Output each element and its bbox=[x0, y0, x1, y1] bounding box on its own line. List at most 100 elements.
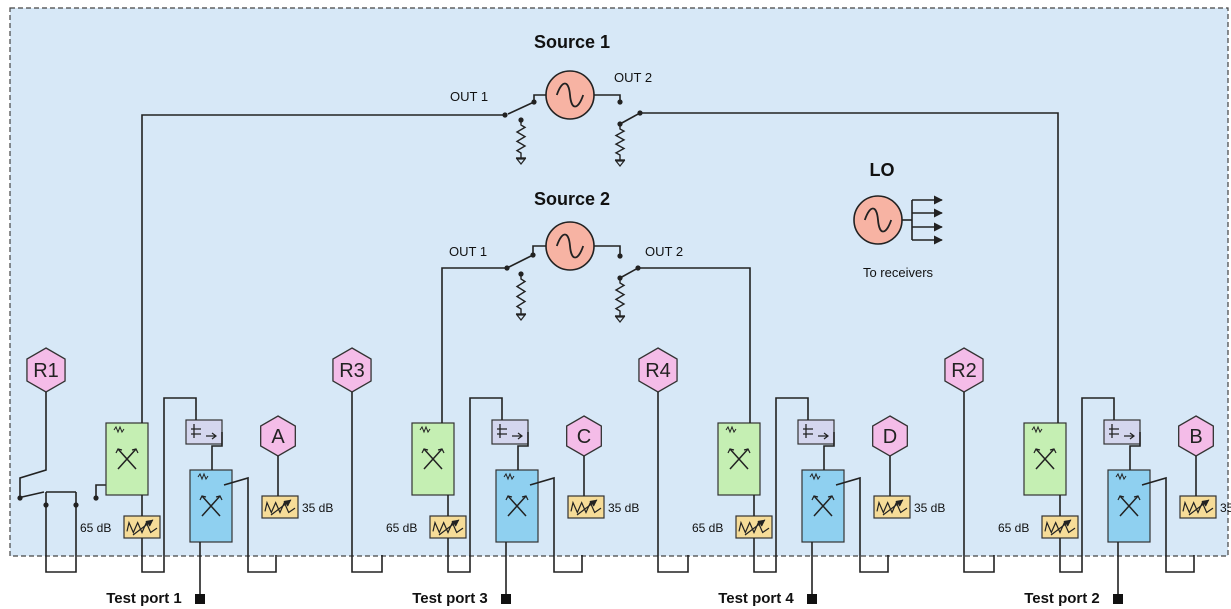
ref-attenuator-label: 65 dB bbox=[998, 521, 1029, 535]
wire bbox=[594, 245, 621, 256]
attenuator-box bbox=[873, 495, 911, 519]
coupler-arrowheads bbox=[505, 495, 529, 501]
coupler-icon bbox=[189, 469, 233, 543]
wire bbox=[351, 392, 383, 573]
coupler-arrowheads bbox=[727, 448, 751, 454]
attenuator-zigzag bbox=[738, 520, 770, 534]
ref-attenuator-label: 65 dB bbox=[386, 521, 417, 535]
wire bbox=[532, 245, 546, 255]
ground-icon bbox=[515, 314, 527, 321]
coupler-icon bbox=[411, 422, 455, 496]
wire bbox=[640, 112, 1059, 423]
wire bbox=[1129, 432, 1141, 470]
attenuator-box bbox=[123, 515, 161, 539]
reference-receiver: R3 bbox=[332, 347, 372, 393]
source-2-title: Source 2 bbox=[534, 189, 610, 209]
variable-arrow bbox=[438, 519, 460, 536]
attenuator-zigzag bbox=[1182, 500, 1214, 514]
attenuator-icon bbox=[1041, 515, 1079, 539]
attenuator-zigzag bbox=[570, 500, 602, 514]
test-port-connector bbox=[195, 594, 205, 604]
measurement-receiver: A bbox=[260, 415, 296, 457]
wire bbox=[141, 114, 505, 423]
test-port-label: Test port 1 bbox=[106, 590, 182, 607]
resistor-zigzag bbox=[614, 124, 626, 160]
variable-arrow bbox=[744, 519, 766, 536]
variable-arrow bbox=[576, 499, 598, 516]
attenuator-zigzag bbox=[432, 520, 464, 534]
coupler-cross bbox=[423, 448, 443, 470]
coupler-arrowheads bbox=[421, 448, 445, 454]
attenuator-zigzag bbox=[126, 520, 158, 534]
termination-zigzag bbox=[113, 425, 125, 434]
lo-title: LO bbox=[870, 160, 895, 180]
receiver-label: C bbox=[577, 426, 591, 448]
bias-tee-box bbox=[491, 419, 529, 445]
receiver-label: R1 bbox=[33, 360, 59, 382]
variable-arrow bbox=[1188, 499, 1210, 516]
attenuator-zigzag bbox=[264, 500, 296, 514]
variable-arrow bbox=[1050, 519, 1072, 536]
ground-icon bbox=[515, 158, 527, 165]
variable-arrow bbox=[132, 519, 154, 536]
resistor-icon bbox=[515, 274, 527, 321]
signal-source bbox=[853, 195, 903, 245]
attenuator-icon bbox=[567, 495, 605, 519]
attenuator-box bbox=[1179, 495, 1217, 519]
wire bbox=[211, 432, 223, 470]
attenuator-zigzag bbox=[876, 500, 908, 514]
attenuator-icon bbox=[1179, 495, 1217, 519]
attenuator-icon bbox=[873, 495, 911, 519]
sine-wave-icon bbox=[555, 233, 585, 259]
attenuator-icon bbox=[261, 495, 299, 519]
measurement-receiver: B bbox=[1178, 415, 1214, 457]
variable-arrow bbox=[270, 499, 292, 516]
bias-tee-arrow bbox=[818, 432, 829, 440]
attenuator-box bbox=[735, 515, 773, 539]
coupler-cross bbox=[1035, 448, 1055, 470]
reference-receiver: R2 bbox=[944, 347, 984, 393]
source-1-out1-label: OUT 1 bbox=[450, 89, 488, 104]
wire bbox=[1081, 397, 1115, 555]
test-port-label: Test port 3 bbox=[412, 590, 488, 607]
source-1-out2-label: OUT 2 bbox=[614, 70, 652, 85]
ref-attenuator-label: 65 dB bbox=[80, 521, 111, 535]
resistor-icon bbox=[614, 124, 626, 167]
attenuator-box bbox=[567, 495, 605, 519]
switch-contact bbox=[617, 253, 623, 259]
bias-tee-icon bbox=[1103, 419, 1141, 445]
ground-icon bbox=[614, 316, 626, 323]
coupler-arrowheads bbox=[199, 495, 223, 501]
wire bbox=[45, 505, 77, 573]
attenuator-box bbox=[261, 495, 299, 519]
bias-tee-icon bbox=[491, 419, 529, 445]
termination-zigzag bbox=[197, 472, 209, 481]
termination-zigzag bbox=[1115, 472, 1127, 481]
wire bbox=[447, 538, 471, 573]
coupler-icon bbox=[801, 469, 845, 543]
coupler-icon bbox=[105, 422, 149, 496]
receiver-label: R3 bbox=[339, 360, 365, 382]
test-port-label: Test port 4 bbox=[718, 590, 794, 607]
resistor-icon bbox=[515, 120, 527, 165]
meas-attenuator-label: 35 dB bbox=[1220, 501, 1231, 515]
bias-tee-box bbox=[185, 419, 223, 445]
switch-contact bbox=[617, 99, 623, 105]
wire bbox=[163, 397, 197, 555]
source-2-out1-label: OUT 1 bbox=[449, 244, 487, 259]
termination-zigzag bbox=[503, 472, 515, 481]
receiver-label: R4 bbox=[645, 360, 671, 382]
bias-tee-icon bbox=[185, 419, 223, 445]
coupler-arrowheads bbox=[1117, 495, 1141, 501]
test-port-connector bbox=[1113, 594, 1123, 604]
bias-tee-icon bbox=[797, 419, 835, 445]
resistor-zigzag bbox=[515, 274, 527, 314]
wire bbox=[835, 476, 889, 573]
receiver-label: B bbox=[1189, 426, 1202, 448]
coupler-cross bbox=[729, 448, 749, 470]
wire bbox=[19, 392, 47, 498]
